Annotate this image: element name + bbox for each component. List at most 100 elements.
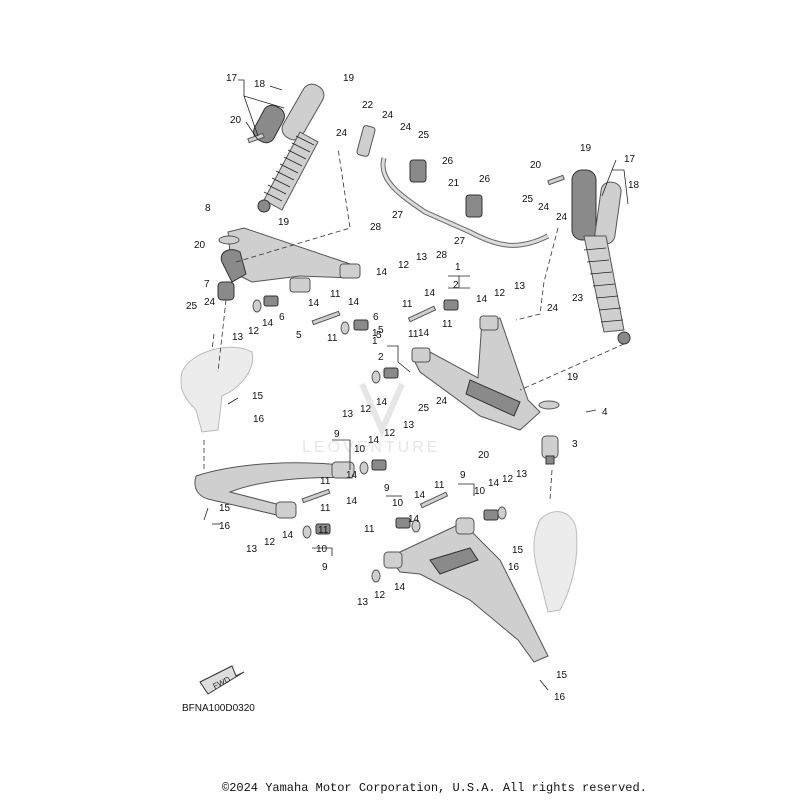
part-callout-c16a: 16	[253, 414, 265, 425]
part-callout-c13e: 13	[403, 420, 415, 431]
svg-text:LEOVENTURE: LEOVENTURE	[302, 439, 440, 456]
part-callout-c14i: 14	[368, 435, 380, 446]
part-callout-c14b: 14	[308, 298, 320, 309]
part-callout-c14j: 14	[346, 470, 358, 481]
part-callout-c16d: 16	[554, 692, 566, 703]
part-callout-c11c: 11	[402, 299, 413, 310]
part-callout-c15d: 15	[556, 670, 568, 681]
ball-joint-upper[interactable]	[217, 281, 235, 301]
part-callout-c9a: 9	[334, 429, 340, 440]
part-callout-c19b: 19	[278, 217, 290, 228]
part-callout-c23: 23	[572, 293, 584, 304]
part-callout-c8: 8	[205, 203, 211, 214]
part-callout-c9d: 9	[460, 470, 466, 481]
part-callout-c10b: 10	[316, 544, 328, 555]
part-callout-c6b: 6	[373, 312, 379, 323]
part-callout-c14m: 14	[414, 490, 426, 501]
part-callout-c16c: 16	[508, 562, 520, 573]
part-callout-c14f: 14	[476, 294, 488, 305]
part-callout-c11b: 11	[327, 333, 338, 344]
part-callout-c18b: 18	[628, 180, 640, 191]
part-callout-c10c: 10	[392, 498, 404, 509]
assembly-lines	[203, 147, 625, 501]
part-callout-c11a: 11	[330, 289, 341, 300]
part-callout-c12d: 12	[360, 404, 372, 415]
lower-right-a-arm[interactable]	[383, 517, 549, 663]
part-callout-c15c: 15	[512, 545, 524, 556]
part-callout-c11j: 11	[364, 524, 375, 535]
part-callout-c15a: 15	[252, 391, 264, 402]
part-callout-c3: 3	[572, 439, 578, 450]
part-callout-c26a: 26	[442, 156, 454, 167]
part-callout-c12c: 12	[494, 288, 506, 299]
part-callout-c12h: 12	[374, 590, 386, 601]
part-callout-c20a: 20	[230, 115, 242, 126]
part-callout-c1b: 1	[372, 328, 378, 339]
hardware[interactable]	[218, 132, 565, 583]
part-callout-c27b: 27	[454, 236, 466, 247]
lower-left-a-arm[interactable]	[194, 461, 355, 519]
part-callout-c10a: 10	[354, 444, 366, 455]
part-callout-c22: 22	[362, 100, 374, 111]
part-callout-c25d: 25	[418, 403, 430, 414]
part-callout-c13a: 13	[232, 332, 244, 343]
part-callout-c12a: 12	[248, 326, 260, 337]
part-callout-c19d: 19	[567, 372, 579, 383]
part-callout-c16b: 16	[219, 521, 231, 532]
part-callout-c12g: 12	[502, 474, 514, 485]
part-callout-c14o: 14	[488, 478, 500, 489]
part-callout-c24b: 24	[336, 128, 348, 139]
left-knuckle[interactable]	[180, 346, 254, 433]
part-callout-c5a: 5	[296, 330, 302, 341]
part-callout-c13b: 13	[514, 281, 526, 292]
part-callout-c24e: 24	[538, 202, 550, 213]
part-callout-c28a: 28	[370, 222, 382, 233]
upper-right-a-arm[interactable]	[411, 315, 541, 431]
part-callout-c19a: 19	[343, 73, 355, 84]
part-callout-c9b: 9	[322, 562, 328, 573]
part-callout-c12b: 12	[398, 260, 410, 271]
part-callout-c14d: 14	[376, 267, 388, 278]
left-shock-absorber[interactable]	[250, 81, 327, 213]
part-callout-c11f: 11	[320, 476, 331, 487]
part-callout-c11g: 11	[320, 503, 331, 514]
part-callout-c28b: 28	[436, 250, 448, 261]
part-callout-c25b: 25	[186, 301, 198, 312]
part-callout-c1a: 1	[455, 262, 461, 273]
part-callout-c11e: 11	[442, 319, 453, 330]
part-callout-c24h: 24	[436, 396, 448, 407]
part-callout-c12f: 12	[264, 537, 276, 548]
part-callout-c21: 21	[448, 178, 460, 189]
part-callout-c5c: 5	[378, 325, 384, 336]
right-shock-absorber[interactable]	[571, 169, 631, 345]
part-callout-c24f: 24	[556, 212, 568, 223]
part-callout-c14p: 14	[394, 582, 406, 593]
part-callout-c14k: 14	[346, 496, 358, 507]
stabilizer-bar[interactable]	[356, 125, 550, 248]
part-callout-c13d: 13	[342, 409, 354, 420]
part-callout-c24c: 24	[400, 122, 412, 133]
diagram-code: BFNA100D0320	[182, 703, 255, 714]
part-callout-c25c: 25	[522, 194, 534, 205]
part-callout-c9c: 9	[384, 483, 390, 494]
forward-direction-arrow: FWD	[199, 665, 245, 695]
part-callout-c2a: 2	[453, 280, 459, 291]
part-callout-c6a: 6	[279, 312, 285, 323]
part-callout-c5b: 5	[376, 330, 382, 341]
right-knuckle[interactable]	[533, 511, 578, 613]
part-callout-c25a: 25	[418, 130, 430, 141]
part-callout-c14c: 14	[348, 297, 360, 308]
part-callout-c7: 7	[204, 279, 210, 290]
part-callout-c17a: 17	[226, 73, 238, 84]
ball-joint-lower[interactable]	[541, 435, 559, 465]
watermark-logo: LEOVENTURE	[302, 382, 440, 456]
part-callout-c24g: 24	[547, 303, 559, 314]
part-callout-c27a: 27	[392, 210, 404, 221]
part-callout-c26b: 26	[479, 174, 491, 185]
part-callout-c13h: 13	[357, 597, 369, 608]
part-callout-c14g: 14	[418, 328, 430, 339]
part-callout-c14l: 14	[282, 530, 294, 541]
part-callout-c14h: 14	[376, 397, 388, 408]
part-callout-c18a: 18	[254, 79, 266, 90]
